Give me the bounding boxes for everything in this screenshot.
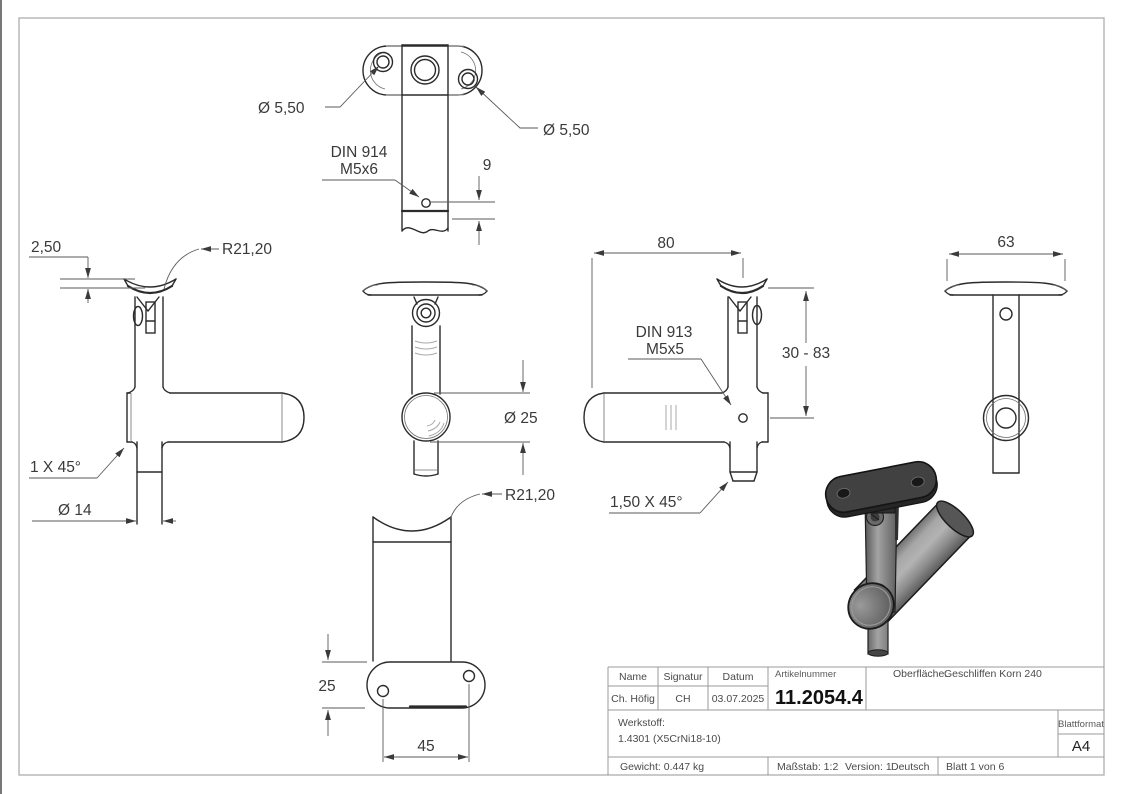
titleblock-surface-label: Oberfläche: bbox=[893, 668, 947, 680]
titleblock-date-value: 03.07.2025 bbox=[712, 693, 765, 705]
side-view-right: 80 DIN 913 M5x5 30 - 83 1,50 X 45° bbox=[583, 235, 830, 514]
dim-saddle-radius-bottom: R21,20 bbox=[505, 487, 555, 504]
dim-plate-width: 25 bbox=[318, 678, 335, 695]
dim-din914: DIN 914 bbox=[331, 144, 388, 161]
titleblock-weight: Gewicht: 0.447 kg bbox=[620, 761, 704, 773]
top-view: Ø 5,50 Ø 5,50 DIN 914 M5x6 9 bbox=[258, 44, 590, 245]
titleblock-version: Version: 1 bbox=[845, 761, 892, 773]
screen-left-edge bbox=[0, 0, 2, 794]
titleblock-sheet: Blatt 1 von 6 bbox=[946, 761, 1005, 773]
dim-saddle-thickness: 2,50 bbox=[31, 239, 62, 256]
dim-tube-diameter: Ø 25 bbox=[504, 410, 538, 427]
titleblock-scale: Maßstab: 1:2 bbox=[777, 761, 838, 773]
titleblock-article-label: Artikelnummer bbox=[775, 669, 836, 680]
dim-din913-size: M5x5 bbox=[646, 341, 684, 358]
titleblock-signature-value: CH bbox=[675, 693, 690, 705]
dim-plate-length: 63 bbox=[997, 234, 1014, 251]
titleblock-surface-value: Geschliffen Korn 240 bbox=[944, 668, 1042, 680]
dim-hole-spacing: 45 bbox=[417, 738, 434, 755]
dim-saddle-radius-left: R21,20 bbox=[222, 241, 272, 258]
dim-chamfer-right: 1,50 X 45° bbox=[610, 494, 683, 511]
dim-din914-size: M5x6 bbox=[340, 161, 378, 178]
bottom-view: R21,20 25 45 bbox=[318, 487, 555, 762]
titleblock-material-label: Werkstoff: bbox=[618, 717, 665, 729]
titleblock-name-value: Ch. Höfig bbox=[611, 693, 655, 705]
dim-stem-diameter: Ø 14 bbox=[58, 502, 92, 519]
dim-din913: DIN 913 bbox=[636, 324, 693, 341]
dim-height-range: 30 - 83 bbox=[782, 345, 830, 362]
dim-hole-right: Ø 5,50 bbox=[543, 122, 590, 139]
titleblock-date-label: Datum bbox=[723, 671, 754, 683]
dim-tube-length: 80 bbox=[657, 235, 675, 252]
dim-screw-depth: 9 bbox=[483, 157, 492, 174]
titleblock-sheet-format-value: A4 bbox=[1072, 738, 1090, 755]
dim-hole-left: Ø 5,50 bbox=[258, 100, 305, 117]
side-view-left: 2,50 R21,20 1 X 45° Ø 14 bbox=[29, 239, 305, 525]
title-block: Name Signatur Datum Ch. Höfig CH 03.07.2… bbox=[607, 666, 1104, 775]
titleblock-language: Deutsch bbox=[891, 761, 930, 773]
front-view: Ø 25 bbox=[362, 281, 538, 477]
titleblock-article-number: 11.2054.4 bbox=[775, 687, 864, 709]
titleblock-signature-label: Signatur bbox=[663, 671, 703, 683]
iso-render bbox=[824, 460, 975, 657]
front-view-right: 63 bbox=[944, 234, 1068, 474]
titleblock-material-value: 1.4301 (X5CrNi18-10) bbox=[618, 733, 721, 745]
titleblock-name-label: Name bbox=[619, 671, 647, 683]
dim-chamfer-left: 1 X 45° bbox=[30, 459, 81, 476]
drawing-frame bbox=[18, 17, 1105, 776]
titleblock-sheet-format-label: Blattformat bbox=[1058, 719, 1104, 730]
